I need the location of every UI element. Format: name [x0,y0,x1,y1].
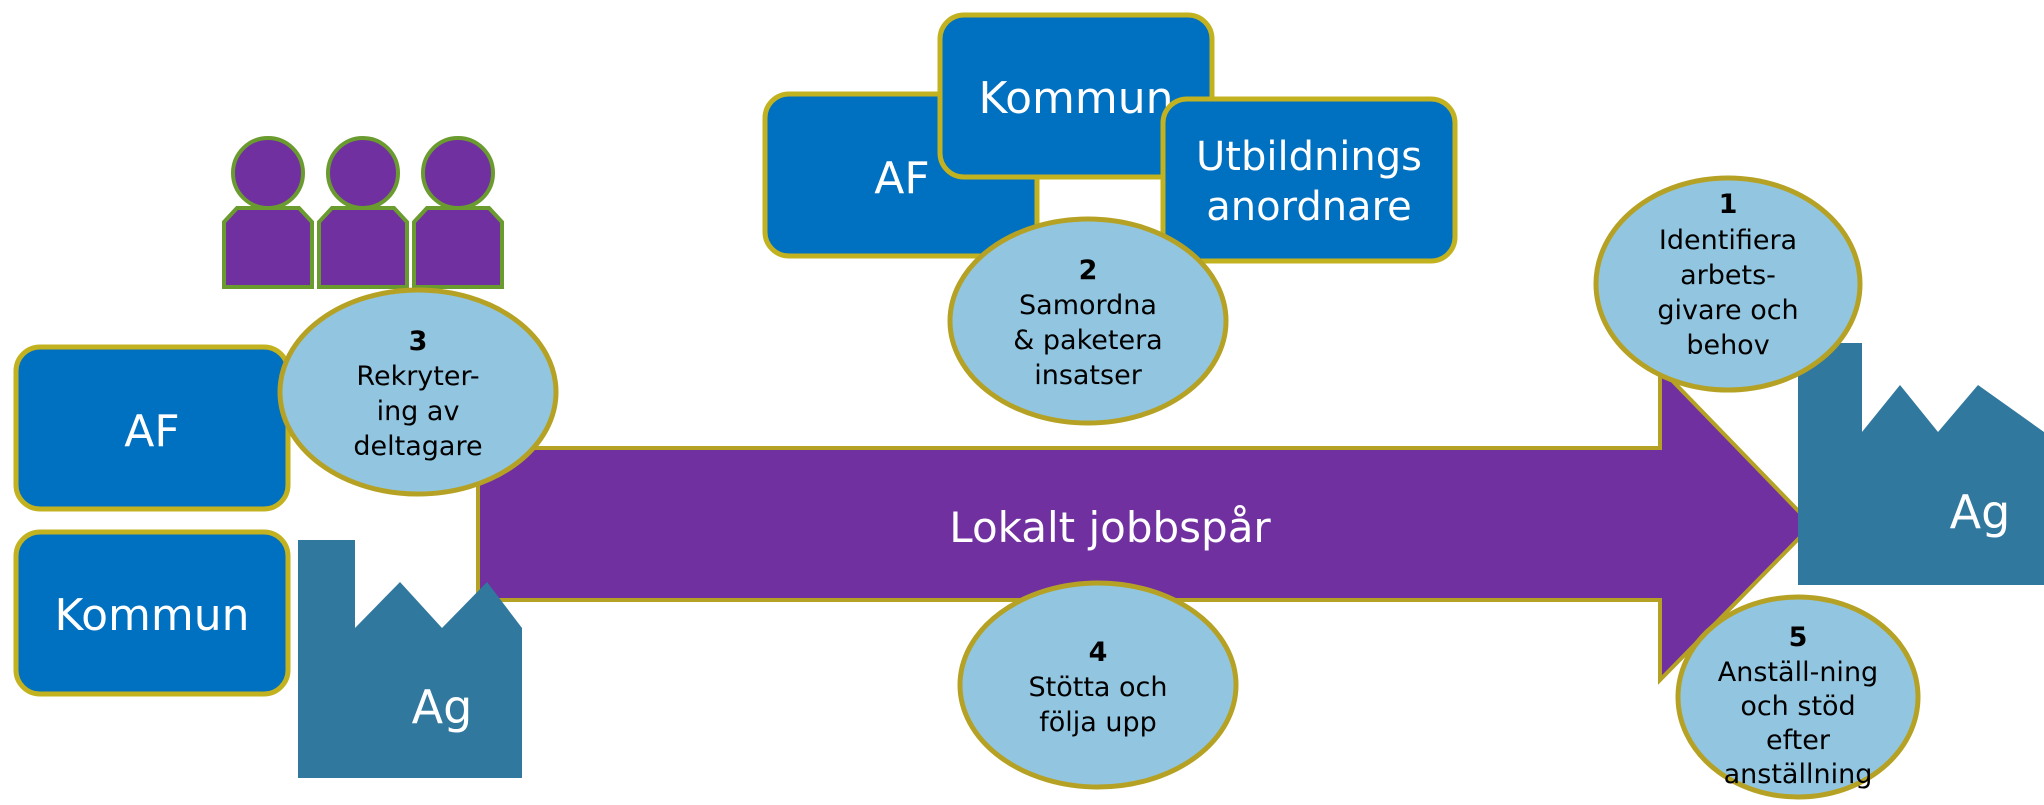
step-text-line: deltagare [353,431,482,462]
box-kommun-left-label: Kommun [54,590,249,641]
step-text-line: & paketera [1013,325,1162,356]
step-text-line: givare och [1657,295,1798,326]
factory-icon [298,540,522,778]
person-icon [412,136,504,289]
step-circle-3: 3 Rekryter- ing av deltagare [277,287,559,497]
factory-label-right: Ag [1950,485,2011,539]
factory-label-left: Ag [412,680,473,734]
step-number: 2 [1079,255,1098,286]
arrow-label: Lokalt jobbspår [949,503,1271,552]
factory-icon-right: Ag [1798,343,2044,585]
step-text-line: ing av [377,396,460,427]
participants-group [222,136,504,289]
factory-icon-left: Ag [298,540,522,778]
box-utbildning-line1: Utbildnings [1196,134,1422,180]
step-text-line: följa upp [1039,707,1157,738]
step-circle-4: 4 Stötta och följa upp [957,580,1239,790]
box-af-left-label: AF [124,406,179,457]
step-circle-2: 2 Samordna & paketera insatser [947,216,1229,426]
person-icon [222,136,314,289]
step-number: 3 [409,326,428,357]
step-circle-5: 5 Anställ-ning och stöd efter anställnin… [1675,594,1921,800]
step-text-line: insatser [1034,360,1142,391]
step-text-line: Stötta och [1028,672,1167,703]
box-af-left: AF [13,344,291,512]
step-number: 5 [1789,622,1808,653]
box-af-top-label: AF [874,153,929,204]
step-text-line: Identifiera [1659,225,1797,256]
step-text-line: behov [1686,330,1769,361]
person-icon [317,136,409,289]
box-kommun-top: Kommun [937,12,1215,180]
step-text-line: och stöd [1740,691,1855,722]
main-arrow: Lokalt jobbspår [476,363,1815,685]
step-number: 4 [1089,637,1108,668]
step-text-line: arbets- [1680,260,1776,291]
step-text-line: anställning [1724,759,1873,790]
box-utbildningsanordnare: Utbildnings anordnare [1160,96,1458,264]
step-circle-1: 1 Identifiera arbets- givare och behov [1593,175,1863,393]
box-kommun-top-label: Kommun [978,73,1173,124]
arrow-shape [476,363,1815,685]
step-text-line: Anställ-ning [1718,657,1878,688]
box-kommun-left: Kommun [13,529,291,697]
box-utbildning-line2: anordnare [1206,184,1412,230]
step-text-line: efter [1766,725,1831,756]
step-text-line: Samordna [1019,290,1157,321]
step-number: 1 [1719,189,1738,220]
step-text-line: Rekryter- [356,361,479,392]
factory-icon [1798,343,2044,585]
